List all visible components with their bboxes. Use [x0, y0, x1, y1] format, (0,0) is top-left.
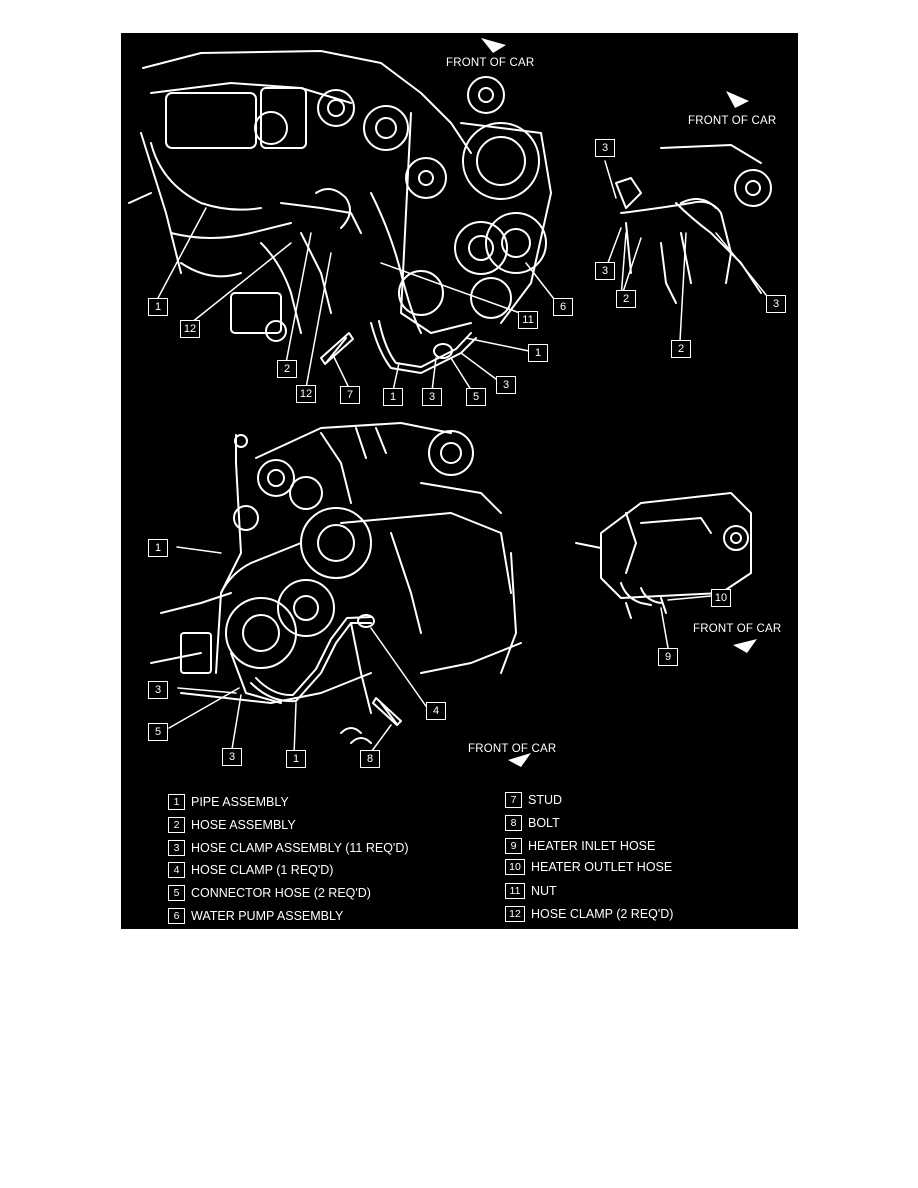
bottom-left-engine-view — [150, 422, 522, 744]
legend-number: 2 — [168, 817, 185, 833]
bottom-right-heater-view — [575, 492, 752, 619]
legend-text: STUD — [528, 793, 563, 807]
callout-stud: 7 — [340, 386, 360, 404]
legend-number: 7 — [505, 792, 522, 808]
legend-number: 8 — [505, 815, 522, 831]
front-of-car-label: FRONT OF CAR — [446, 57, 535, 69]
legend-item: 4 HOSE CLAMP (1 REQ'D) — [168, 862, 333, 878]
legend-text: HOSE CLAMP (1 REQ'D) — [191, 863, 334, 877]
callout-pipe-assembly: 1 — [528, 344, 548, 362]
legend-item: 9 HEATER INLET HOSE — [505, 838, 655, 854]
legend-text: HEATER INLET HOSE — [528, 839, 656, 853]
exploded-view-figure: FRONT OF CAR FRONT OF CAR FRONT OF CAR F… — [121, 33, 798, 929]
callout-hose-clamp-assembly: 3 — [222, 748, 242, 766]
legend-item: 5 CONNECTOR HOSE (2 REQ'D) — [168, 885, 371, 901]
callout-hose-assembly: 2 — [277, 360, 297, 378]
legend-text: BOLT — [528, 816, 560, 830]
front-of-car-label: FRONT OF CAR — [468, 743, 557, 755]
legend-text: HOSE ASSEMBLY — [191, 818, 296, 832]
legend-text: NUT — [531, 884, 557, 898]
callout-hose-clamp-assembly: 3 — [422, 388, 442, 406]
callout-hose-clamp: 4 — [426, 702, 446, 720]
callout-pipe-assembly: 1 — [148, 539, 168, 557]
leader-lines — [157, 160, 772, 756]
front-arrows — [481, 38, 757, 767]
legend-item: 1 PIPE ASSEMBLY — [168, 794, 289, 810]
callout-hose-clamp-assembly: 3 — [148, 681, 168, 699]
callout-connector-hose: 5 — [148, 723, 168, 741]
callout-hose-clamp: 12 — [296, 385, 316, 403]
callout-bolt: 8 — [360, 750, 380, 768]
legend-item: 10 HEATER OUTLET HOSE — [505, 859, 672, 875]
callout-pipe-assembly: 1 — [286, 750, 306, 768]
callout-hose-clamp: 12 — [180, 320, 200, 338]
legend-text: CONNECTOR HOSE (2 REQ'D) — [191, 886, 371, 900]
callout-hose-clamp-assembly: 3 — [496, 376, 516, 394]
legend-number: 9 — [505, 838, 522, 854]
legend-item: 11 NUT — [505, 883, 557, 899]
legend-number: 12 — [505, 906, 525, 922]
top-left-engine-view — [128, 50, 552, 374]
legend-number: 6 — [168, 908, 185, 924]
callout-connector-hose: 5 — [466, 388, 486, 406]
callout-hose-clamp-assembly: 3 — [766, 295, 786, 313]
callout-hose-assembly: 2 — [616, 290, 636, 308]
legend-text: WATER PUMP ASSEMBLY — [191, 909, 344, 923]
callout-heater-inlet-hose: 9 — [658, 648, 678, 666]
legend-text: PIPE ASSEMBLY — [191, 795, 289, 809]
legend-item: 6 WATER PUMP ASSEMBLY — [168, 908, 343, 924]
legend-text: HEATER OUTLET HOSE — [531, 860, 673, 874]
top-right-detail-view — [615, 144, 772, 304]
legend-number: 5 — [168, 885, 185, 901]
callout-nut: 11 — [518, 311, 538, 329]
legend-number: 1 — [168, 794, 185, 810]
callout-hose-clamp-assembly: 3 — [595, 262, 615, 280]
callout-water-pump: 6 — [553, 298, 573, 316]
callout-pipe-assembly: 1 — [148, 298, 168, 316]
legend-number: 3 — [168, 840, 185, 856]
legend-item: 12 HOSE CLAMP (2 REQ'D) — [505, 906, 673, 922]
legend-number: 11 — [505, 883, 525, 899]
front-of-car-label: FRONT OF CAR — [688, 115, 777, 127]
callout-hose-assembly: 2 — [671, 340, 691, 358]
front-of-car-label: FRONT OF CAR — [693, 623, 782, 635]
legend-item: 7 STUD — [505, 792, 562, 808]
callout-pipe-assembly: 1 — [383, 388, 403, 406]
legend-text: HOSE CLAMP (2 REQ'D) — [531, 907, 674, 921]
engine-line-art — [128, 38, 772, 767]
legend-item: 8 BOLT — [505, 815, 560, 831]
legend-item: 3 HOSE CLAMP ASSEMBLY (11 REQ'D) — [168, 840, 409, 856]
callout-heater-outlet-hose: 10 — [711, 589, 731, 607]
legend-number: 10 — [505, 859, 525, 875]
legend-item: 2 HOSE ASSEMBLY — [168, 817, 296, 833]
legend-text: HOSE CLAMP ASSEMBLY (11 REQ'D) — [191, 841, 409, 855]
callout-hose-clamp-assembly: 3 — [595, 139, 615, 157]
legend-number: 4 — [168, 862, 185, 878]
